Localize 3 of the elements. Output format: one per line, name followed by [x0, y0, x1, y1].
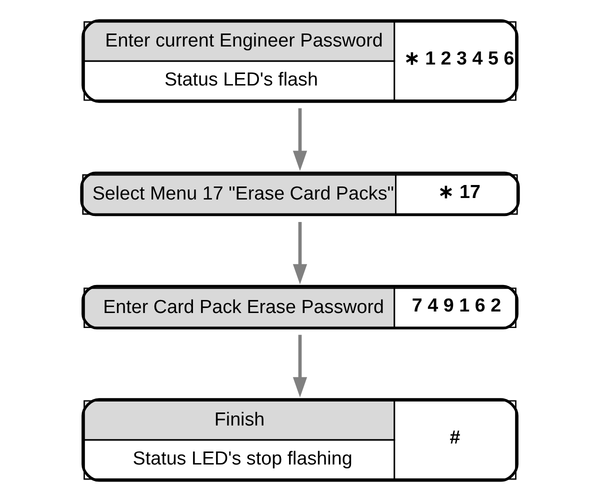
arrow — [292, 334, 308, 398]
arrow — [292, 108, 308, 172]
arrow — [292, 222, 308, 284]
